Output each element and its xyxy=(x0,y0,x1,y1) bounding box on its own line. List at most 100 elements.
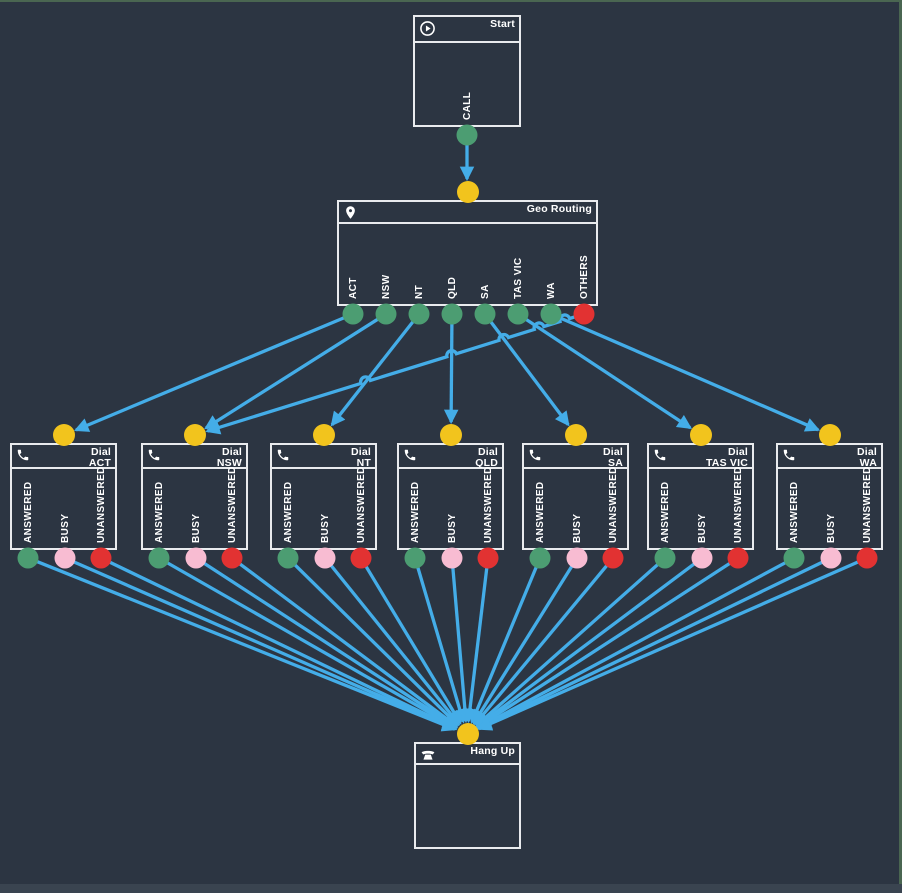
phone-icon xyxy=(16,448,30,462)
output-port-qld[interactable] xyxy=(441,303,463,325)
port-label-qld-busy: BUSY xyxy=(447,513,458,543)
edge-wa-unanswered-hangup xyxy=(476,560,860,731)
edge-sa-answered-hangup xyxy=(470,565,539,725)
horizontal-scrollbar[interactable] xyxy=(0,884,902,893)
port-label-sa: SA xyxy=(480,284,491,299)
output-port-act[interactable] xyxy=(342,303,364,325)
input-port-dial-nt[interactable] xyxy=(312,424,335,446)
port-label-wa-busy: BUSY xyxy=(826,513,837,543)
output-port-nt-busy[interactable] xyxy=(314,547,336,569)
output-port-wa-unanswered[interactable] xyxy=(856,547,878,569)
output-port-sa-answered[interactable] xyxy=(529,547,551,569)
node-hang-up[interactable]: Hang Up xyxy=(414,742,521,849)
output-port-call[interactable] xyxy=(456,124,478,146)
edge-tasvic-busy-hangup xyxy=(475,562,696,728)
edge-others-dial-nsw xyxy=(205,313,576,435)
output-port-wa-answered[interactable] xyxy=(783,547,805,569)
output-port-nt-answered[interactable] xyxy=(277,547,299,569)
edge-nsw-dial-nsw xyxy=(204,317,380,430)
node-title: Geo Routing xyxy=(527,204,592,215)
output-port-nt[interactable] xyxy=(408,303,430,325)
node-title-line: Dial xyxy=(221,446,242,458)
edge-sa-dial-sa xyxy=(489,320,570,427)
output-port-act-busy[interactable] xyxy=(54,547,76,569)
port-label-nt: NT xyxy=(414,284,425,299)
edge-qld-dial-qld xyxy=(443,322,459,425)
port-label-nsw: NSW xyxy=(381,274,392,299)
output-port-nsw[interactable] xyxy=(375,303,397,325)
edge-nt-unanswered-hangup xyxy=(364,564,462,725)
phone-icon xyxy=(653,448,667,462)
output-port-nt-unanswered[interactable] xyxy=(350,547,372,569)
edge-sa-unanswered-hangup xyxy=(473,563,609,726)
edge-qld-unanswered-hangup xyxy=(462,566,489,724)
port-label-wa: WA xyxy=(546,282,557,299)
input-port-hang-up[interactable] xyxy=(456,723,479,745)
phone-icon xyxy=(403,448,417,462)
output-port-sa-busy[interactable] xyxy=(566,547,588,569)
output-port-qld-answered[interactable] xyxy=(404,547,426,569)
port-label-qld-answered: ANSWERED xyxy=(410,481,421,543)
node-geo-routing[interactable]: Geo Routing xyxy=(337,200,598,306)
output-port-qld-unanswered[interactable] xyxy=(477,547,499,569)
phone-icon xyxy=(782,448,796,462)
input-port-dial-qld[interactable] xyxy=(439,424,462,446)
edge-nsw-unanswered-hangup xyxy=(238,562,459,728)
node-title-line: ACT xyxy=(88,457,111,469)
output-port-wa-busy[interactable] xyxy=(820,547,842,569)
node-title-line: NT xyxy=(356,457,371,469)
node-title-line: Geo Routing xyxy=(526,203,592,215)
port-label-tasvic-busy: BUSY xyxy=(697,513,708,543)
output-port-act-answered[interactable] xyxy=(17,547,39,569)
output-port-sa[interactable] xyxy=(474,303,496,325)
output-port-nsw-answered[interactable] xyxy=(148,547,170,569)
port-label-nsw-unanswered: UNANSWERED xyxy=(227,466,238,543)
node-title-line: Dial xyxy=(350,446,371,458)
port-label-nt-unanswered: UNANSWERED xyxy=(356,466,367,543)
input-port-dial-nsw[interactable] xyxy=(183,424,206,446)
port-label-act: ACT xyxy=(348,277,359,299)
output-port-tasvic-answered[interactable] xyxy=(654,547,676,569)
node-title: Start xyxy=(490,19,515,30)
output-port-sa-unanswered[interactable] xyxy=(602,547,624,569)
input-port-dial-wa[interactable] xyxy=(818,424,841,446)
node-title-line: Hang Up xyxy=(470,745,515,757)
edge-wa-dial-wa xyxy=(558,316,821,432)
edge-act-unanswered-hangup xyxy=(108,560,458,730)
edge-act-answered-hangup xyxy=(35,559,457,732)
output-port-nsw-unanswered[interactable] xyxy=(221,547,243,569)
input-port-dial-sa[interactable] xyxy=(564,424,587,446)
output-port-tasvic-busy[interactable] xyxy=(691,547,713,569)
output-port-act-unanswered[interactable] xyxy=(90,547,112,569)
port-label-sa-answered: ANSWERED xyxy=(535,481,546,543)
node-title-line: WA xyxy=(859,457,877,469)
output-port-others[interactable] xyxy=(573,303,595,325)
edge-nt-busy-hangup xyxy=(329,563,461,726)
edge-qld-busy-hangup xyxy=(451,566,473,724)
output-port-wa[interactable] xyxy=(540,303,562,325)
output-port-nsw-busy[interactable] xyxy=(185,547,207,569)
play-icon xyxy=(419,20,436,37)
phone-icon xyxy=(147,448,161,462)
input-port-geo-routing[interactable] xyxy=(456,181,479,203)
input-port-dial-tas-vic[interactable] xyxy=(689,424,712,446)
output-port-tas-vic[interactable] xyxy=(507,303,529,325)
edge-tasvic-answered-hangup xyxy=(475,562,660,727)
port-label-act-busy: BUSY xyxy=(60,513,71,543)
output-port-tasvic-unanswered[interactable] xyxy=(727,547,749,569)
node-start[interactable]: Start xyxy=(413,15,521,127)
node-title-line: TAS VIC xyxy=(705,457,748,469)
input-port-dial-act[interactable] xyxy=(52,424,75,446)
node-title-line: Dial xyxy=(856,446,877,458)
port-label-tasvic-unanswered: UNANSWERED xyxy=(733,466,744,543)
port-label-wa-answered: ANSWERED xyxy=(789,481,800,543)
edge-wa-busy-hangup xyxy=(476,560,824,730)
output-port-qld-busy[interactable] xyxy=(441,547,463,569)
